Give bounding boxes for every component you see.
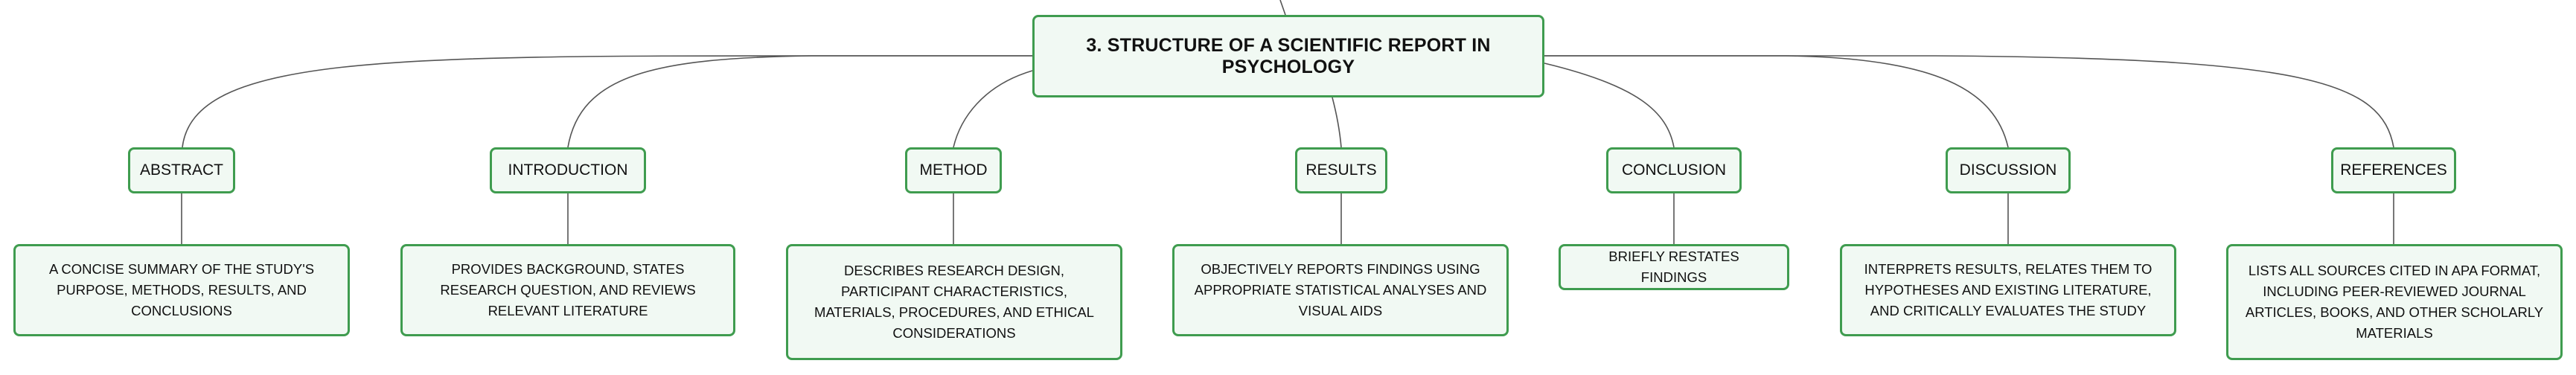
section-node-introduction[interactable]: INTRODUCTION	[490, 147, 646, 193]
description-node-introduction[interactable]: PROVIDES BACKGROUND, STATES RESEARCH QUE…	[400, 244, 735, 336]
section-node-abstract[interactable]: ABSTRACT	[128, 147, 235, 193]
section-node-results[interactable]: RESULTS	[1295, 147, 1387, 193]
description-text: PROVIDES BACKGROUND, STATES RESEARCH QUE…	[440, 261, 696, 318]
description-node-discussion[interactable]: INTERPRETS RESULTS, RELATES THEM TO HYPO…	[1840, 244, 2176, 336]
description-node-references[interactable]: LISTS ALL SOURCES CITED IN APA FORMAT, I…	[2226, 244, 2563, 360]
section-node-discussion[interactable]: DISCUSSION	[1946, 147, 2071, 193]
description-text: A CONCISE SUMMARY OF THE STUDY'S PURPOSE…	[48, 261, 315, 318]
description-node-conclusion[interactable]: BRIEFLY RESTATES FINDINGS	[1559, 244, 1789, 290]
section-label: RESULTS	[1305, 161, 1377, 179]
connector-references	[1544, 55, 2394, 148]
section-label: REFERENCES	[2340, 161, 2447, 179]
root-node[interactable]: 3. STRUCTURE OF A SCIENTIFIC REPORT IN P…	[1032, 15, 1544, 97]
connector-abstract	[182, 55, 1032, 148]
section-label: DISCUSSION	[1959, 161, 2057, 179]
connector-root-top	[1279, 0, 1286, 16]
section-label: CONCLUSION	[1621, 161, 1727, 179]
description-text: INTERPRETS RESULTS, RELATES THEM TO HYPO…	[1864, 261, 2152, 318]
connector-method	[953, 70, 1033, 148]
connector-conclusion	[1544, 62, 1675, 148]
description-text: DESCRIBES RESEARCH DESIGN, PARTICIPANT C…	[814, 263, 1094, 341]
description-text: OBJECTIVELY REPORTS FINDINGS USING APPRO…	[1194, 261, 1487, 318]
description-node-results[interactable]: OBJECTIVELY REPORTS FINDINGS USING APPRO…	[1172, 244, 1509, 336]
connector-results	[1332, 97, 1342, 148]
section-node-references[interactable]: REFERENCES	[2331, 147, 2456, 193]
description-text: LISTS ALL SOURCES CITED IN APA FORMAT, I…	[2245, 263, 2544, 341]
description-text: BRIEFLY RESTATES FINDINGS	[1608, 249, 1739, 285]
section-node-method[interactable]: METHOD	[905, 147, 1002, 193]
description-node-method[interactable]: DESCRIBES RESEARCH DESIGN, PARTICIPANT C…	[786, 244, 1122, 360]
description-node-abstract[interactable]: A CONCISE SUMMARY OF THE STUDY'S PURPOSE…	[13, 244, 350, 336]
section-label: INTRODUCTION	[508, 161, 628, 179]
section-label: ABSTRACT	[139, 161, 223, 179]
connector-discussion	[1544, 55, 2009, 148]
section-node-conclusion[interactable]: CONCLUSION	[1606, 147, 1742, 193]
root-label: 3. STRUCTURE OF A SCIENTIFIC REPORT IN P…	[1086, 34, 1491, 77]
connector-introduction	[567, 55, 1032, 148]
section-label: METHOD	[919, 161, 988, 179]
